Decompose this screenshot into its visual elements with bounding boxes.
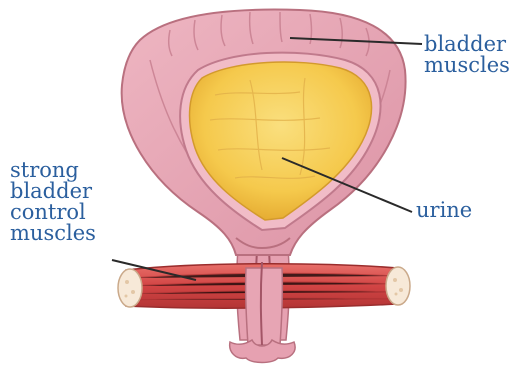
label-line: strong [10,160,96,181]
label-line: muscles [10,223,96,244]
label-line: bladder [424,34,510,55]
label-control-muscles: strong bladder control muscles [10,160,96,244]
label-line: urine [416,200,472,221]
label-line: muscles [424,55,510,76]
urethra-front [246,268,283,345]
muscle-end-right [386,267,410,305]
label-line: bladder [10,181,96,202]
label-urine: urine [416,200,472,221]
label-line: control [10,202,96,223]
muscle-end-left [118,269,142,307]
label-bladder-muscles: bladder muscles [424,34,510,76]
